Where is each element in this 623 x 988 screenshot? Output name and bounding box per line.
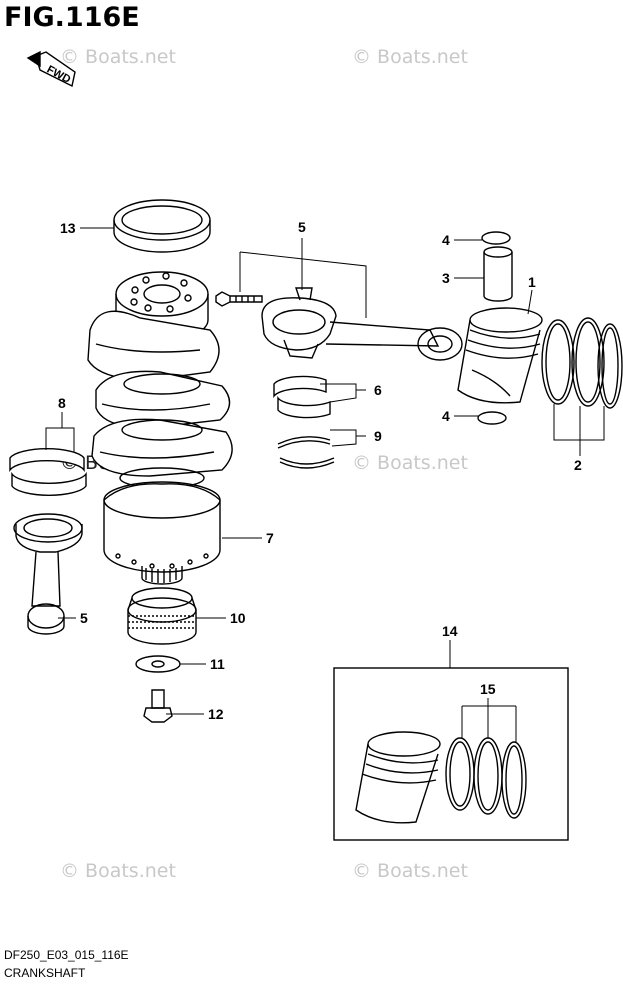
callout-3: 3 bbox=[442, 270, 450, 286]
circlip-part-4-lower bbox=[477, 411, 507, 425]
watermark: © Boats.net bbox=[60, 46, 176, 68]
callout-9: 9 bbox=[374, 428, 382, 444]
circlip-part-4-upper bbox=[481, 231, 511, 245]
callout-15: 15 bbox=[480, 681, 496, 697]
ring-part-13 bbox=[113, 199, 211, 253]
piston-part-14 bbox=[355, 731, 441, 824]
callout-6: 6 bbox=[374, 382, 382, 398]
watermark: © Boats.net bbox=[352, 860, 468, 882]
callout-5-lower: 5 bbox=[80, 610, 88, 626]
piston-rings-part-15 bbox=[445, 737, 527, 819]
callout-10: 10 bbox=[230, 610, 246, 626]
diagram-name: CRANKSHAFT bbox=[4, 966, 86, 980]
diagram-code: DF250_E03_015_116E bbox=[4, 948, 129, 962]
gear-part-10 bbox=[127, 587, 197, 645]
bearing-part-8 bbox=[9, 448, 87, 496]
callout-2: 2 bbox=[574, 457, 582, 473]
piston-rings-part-2 bbox=[541, 317, 623, 409]
watermark: © Boats.net bbox=[352, 452, 468, 474]
watermark: © Boats.net bbox=[60, 860, 176, 882]
callout-4-upper: 4 bbox=[442, 232, 450, 248]
callout-labels: 13 5 4 3 1 6 4 9 2 8 7 5 10 11 12 14 15 bbox=[58, 219, 582, 722]
callout-11: 11 bbox=[210, 656, 225, 672]
fwd-arrow-icon: FWD bbox=[26, 50, 76, 88]
callout-8: 8 bbox=[58, 395, 66, 411]
bolt-part-12 bbox=[143, 689, 173, 723]
callout-12: 12 bbox=[208, 706, 224, 722]
callout-13: 13 bbox=[60, 220, 76, 236]
piston-pin-part-3 bbox=[483, 246, 513, 302]
callout-1: 1 bbox=[528, 274, 536, 290]
callout-7: 7 bbox=[266, 530, 274, 546]
callout-14: 14 bbox=[442, 623, 458, 639]
connecting-rod-part-5-upper bbox=[261, 287, 463, 361]
crankshaft-part-7 bbox=[87, 271, 233, 585]
washer-part-11 bbox=[135, 655, 181, 673]
figure-title: FIG.116E bbox=[4, 2, 140, 33]
leader-lines bbox=[45, 227, 605, 742]
flange-bolt bbox=[215, 291, 263, 307]
callout-4-lower: 4 bbox=[442, 408, 450, 424]
thrust-bearing-part-9 bbox=[277, 436, 335, 469]
callout-5-upper: 5 bbox=[298, 219, 306, 235]
bearing-part-6 bbox=[273, 375, 331, 419]
piston-part-1 bbox=[457, 307, 543, 404]
piston-kit-box-part-14 bbox=[333, 667, 569, 841]
connecting-rod-part-5-lower bbox=[13, 513, 83, 635]
watermark: © Boats.net bbox=[352, 46, 468, 68]
